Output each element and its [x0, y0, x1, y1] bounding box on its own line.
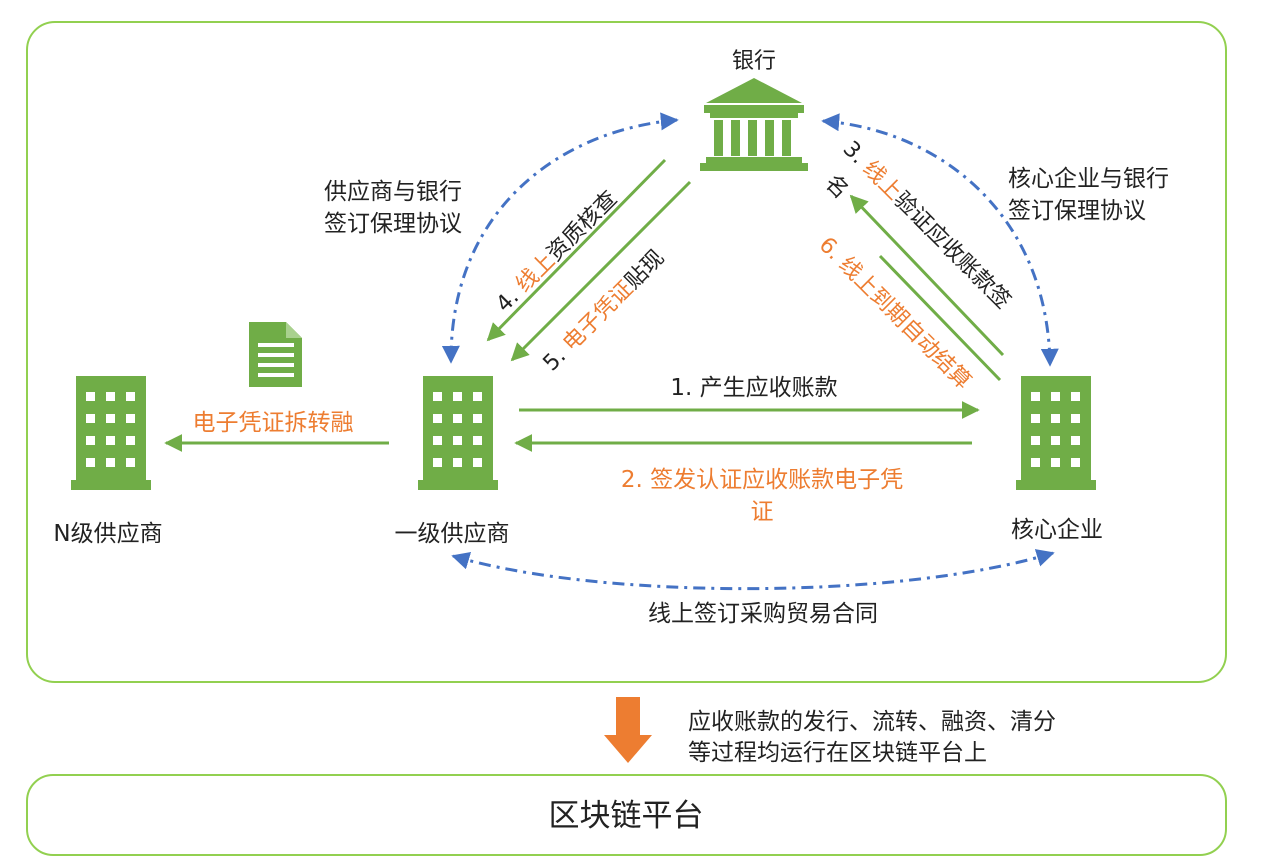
note-line-2: 等过程均运行在区块链平台上	[688, 740, 987, 766]
arrow-down-icon	[604, 697, 652, 763]
building-icon	[418, 376, 498, 490]
link-supplier-bank	[441, 112, 679, 364]
bank-icon	[700, 78, 808, 171]
step2-label-line2: 证	[751, 499, 774, 525]
node-core-label: 核心企业	[1011, 517, 1103, 543]
ecosystem-frame	[26, 21, 1227, 683]
step3-label-tail: 名	[820, 171, 853, 204]
transfer-label: 电子凭证拆转融	[193, 410, 354, 436]
node-tierN-label: N级供应商	[53, 521, 162, 547]
note-line-1: 应收账款的发行、流转、融资、清分	[688, 709, 1056, 735]
building-icon	[1016, 376, 1096, 490]
platform-label: 区块链平台	[549, 798, 704, 834]
supplier-bank-line1: 供应商与银行	[324, 179, 462, 205]
core-bank-line1: 核心企业与银行	[1008, 166, 1169, 192]
supplier-bank-line2: 签订保理协议	[324, 211, 462, 237]
node-tier1-label: 一级供应商	[395, 521, 510, 547]
building-icon	[71, 376, 151, 490]
link-purchase-contract	[451, 549, 1055, 591]
core-bank-line2: 签订保理协议	[1008, 198, 1146, 224]
step1-label: 1. 产生应收账款	[670, 375, 837, 401]
document-icon	[249, 322, 302, 387]
platform-box	[26, 774, 1227, 856]
link-core-bank	[821, 113, 1059, 367]
arrow-step4	[486, 158, 667, 342]
purchase-contract-label: 线上签订采购贸易合同	[648, 601, 878, 627]
step2-label-line1: 2. 签发认证应收账款电子凭	[621, 467, 903, 493]
node-bank-label: 银行	[732, 49, 776, 74]
